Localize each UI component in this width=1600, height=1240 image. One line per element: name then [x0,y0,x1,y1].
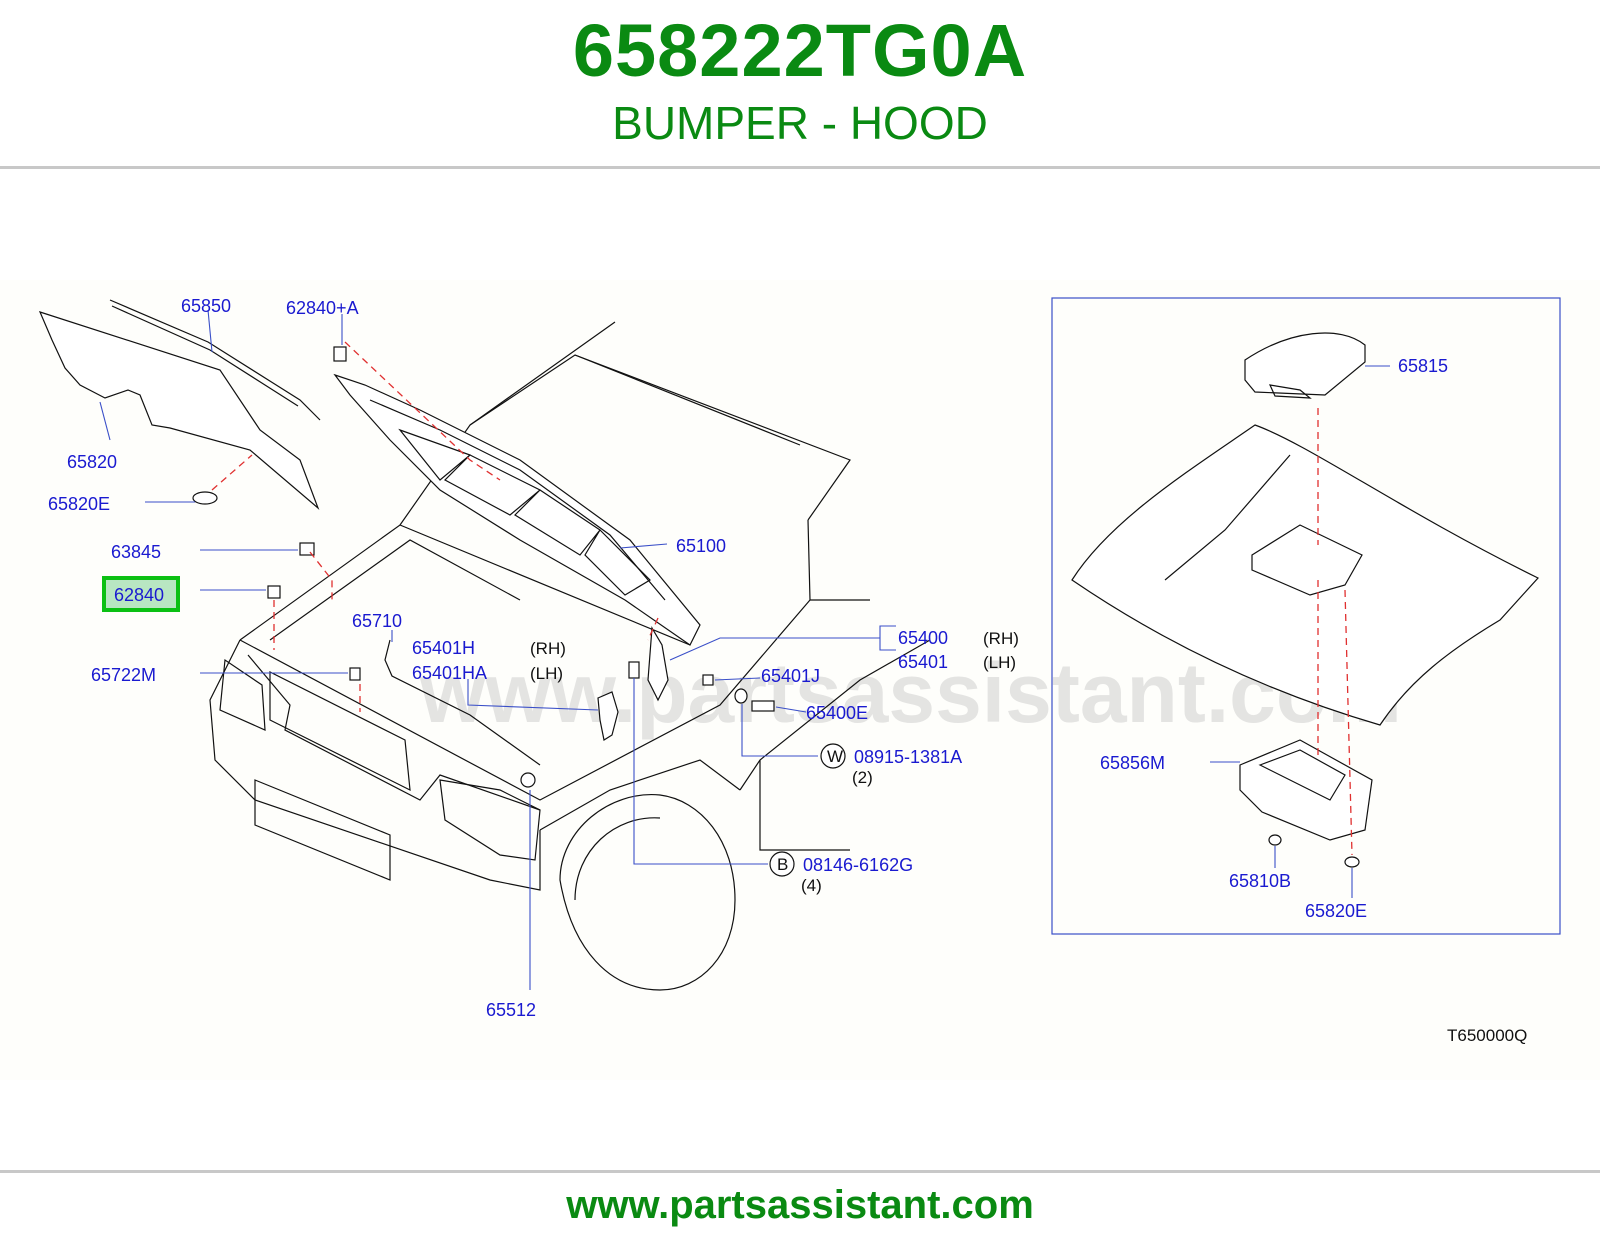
hood-seal-strip-edge [111,305,299,407]
part-number-title: 658222TG0A [572,9,1028,92]
note-rh-65400: (RH) [983,629,1019,648]
headlamp-left [219,658,266,731]
assembly-line-1 [344,341,501,481]
leader-65820 [99,401,111,441]
callout-65820e-right[interactable]: 65820E [1305,901,1367,921]
assembly-line-2 [211,454,253,491]
leader-65850 [207,309,213,353]
callout-65401h[interactable]: 65401H [412,638,475,658]
inset-hood-crease [1164,454,1291,581]
header-divider [0,166,1600,169]
hood-insulator-pad [38,311,320,510]
hood-scoop-cover [1244,332,1366,396]
bolt-08146 [628,661,640,679]
grille-insert [269,671,411,792]
callout-highlight-62840 [102,576,180,612]
engine-bay-rear [239,524,691,646]
leader-65400E [775,706,807,713]
callout-08915-1381a[interactable]: 08915-1381A [854,747,962,767]
hood-front-edge [239,599,811,801]
body-side-line [739,639,931,791]
leader-65100 [619,543,668,549]
windshield-frame [469,354,851,521]
callout-65401ha[interactable]: 65401HA [412,663,487,683]
callout-62840a[interactable]: 62840+A [286,298,359,318]
note-qty-4: (4) [801,876,822,895]
leader-08146 [633,678,768,865]
footer-website-link[interactable]: www.partsassistant.com [566,1183,1034,1227]
callout-65856m[interactable]: 65856M [1100,753,1165,773]
note-rh-65401h: (RH) [530,639,566,658]
callout-65512[interactable]: 65512 [486,1000,536,1020]
hood-lock-cable [597,691,619,741]
mark-w-letter: W [827,747,843,766]
hood-frame-ribs [398,428,651,596]
callout-65400e[interactable]: 65400E [806,703,868,723]
bolt-65400E [751,700,775,712]
hood-seal-strip [109,299,321,421]
front-wheel [559,794,736,991]
mark-b-circle [769,851,795,877]
clip-65722M [349,667,361,681]
callout-65400[interactable]: 65400 [898,628,948,648]
callout-65722m[interactable]: 65722M [91,665,156,685]
tire-tread [574,817,661,901]
clip-65820E-left [192,491,218,505]
mark-b-letter: B [777,855,788,874]
leader-08915 [741,704,818,757]
a-pillar [807,519,870,601]
callout-08146-6162g[interactable]: 08146-6162G [803,855,913,875]
callout-65810b[interactable]: 65810B [1229,871,1291,891]
note-qty-2: (2) [852,768,873,787]
lower-grille [254,779,391,881]
callout-65401[interactable]: 65401 [898,652,948,672]
hood-hinge [647,626,669,702]
hood-scoop-duct-inner [1258,749,1346,801]
callout-65815[interactable]: 65815 [1398,356,1448,376]
headlamp-right [439,779,541,861]
leader-65400-65401 [669,625,896,661]
footer-divider [0,1170,1600,1173]
note-lh-65401: (LH) [983,653,1016,672]
washer-08915 [734,688,748,704]
clip-65820E-right [1344,856,1360,868]
engine-bay-inner [269,539,521,641]
callout-65820[interactable]: 65820 [67,452,117,472]
bumper-65512 [520,772,536,788]
assembly-line-6 [647,617,659,641]
hood-scoop-duct [1239,739,1373,841]
callout-65710[interactable]: 65710 [352,611,402,631]
nut-65401J [702,674,714,686]
callout-65820e-left[interactable]: 65820E [48,494,110,514]
callout-65850[interactable]: 65850 [181,296,231,316]
page-header: 658222TG0A BUMPER - HOOD [0,0,1600,170]
mark-w-circle [820,743,846,769]
assembly-line-3 [309,551,333,600]
note-lh-65401ha: (LH) [530,664,563,683]
door-edge [759,760,850,851]
callout-65100[interactable]: 65100 [676,536,726,556]
diagram-code: T650000Q [1447,1026,1527,1045]
leader-65401J [714,677,761,681]
callout-62840[interactable]: 62840 [114,585,164,605]
bumper-62840A [333,346,347,362]
grille-outline [247,654,541,811]
callout-63845[interactable]: 63845 [111,542,161,562]
part-category-title: BUMPER - HOOD [612,97,988,149]
leader-65401HA [467,679,599,711]
clip-63845 [299,542,315,556]
callout-65401j[interactable]: 65401J [761,666,820,686]
bumper-62840 [267,585,281,599]
fender-line [539,759,741,831]
hood-frame-inner [369,399,666,601]
hood-panel [333,373,701,646]
inset-hood-opening [1251,524,1363,596]
detail-inset-frame [1051,297,1561,935]
inset-assembly-line-3 [1344,589,1353,856]
windshield-inner [574,354,801,446]
hood-support-rod [384,639,541,766]
hood-scoop-vent [1268,384,1312,399]
nut-65810B [1268,834,1282,846]
